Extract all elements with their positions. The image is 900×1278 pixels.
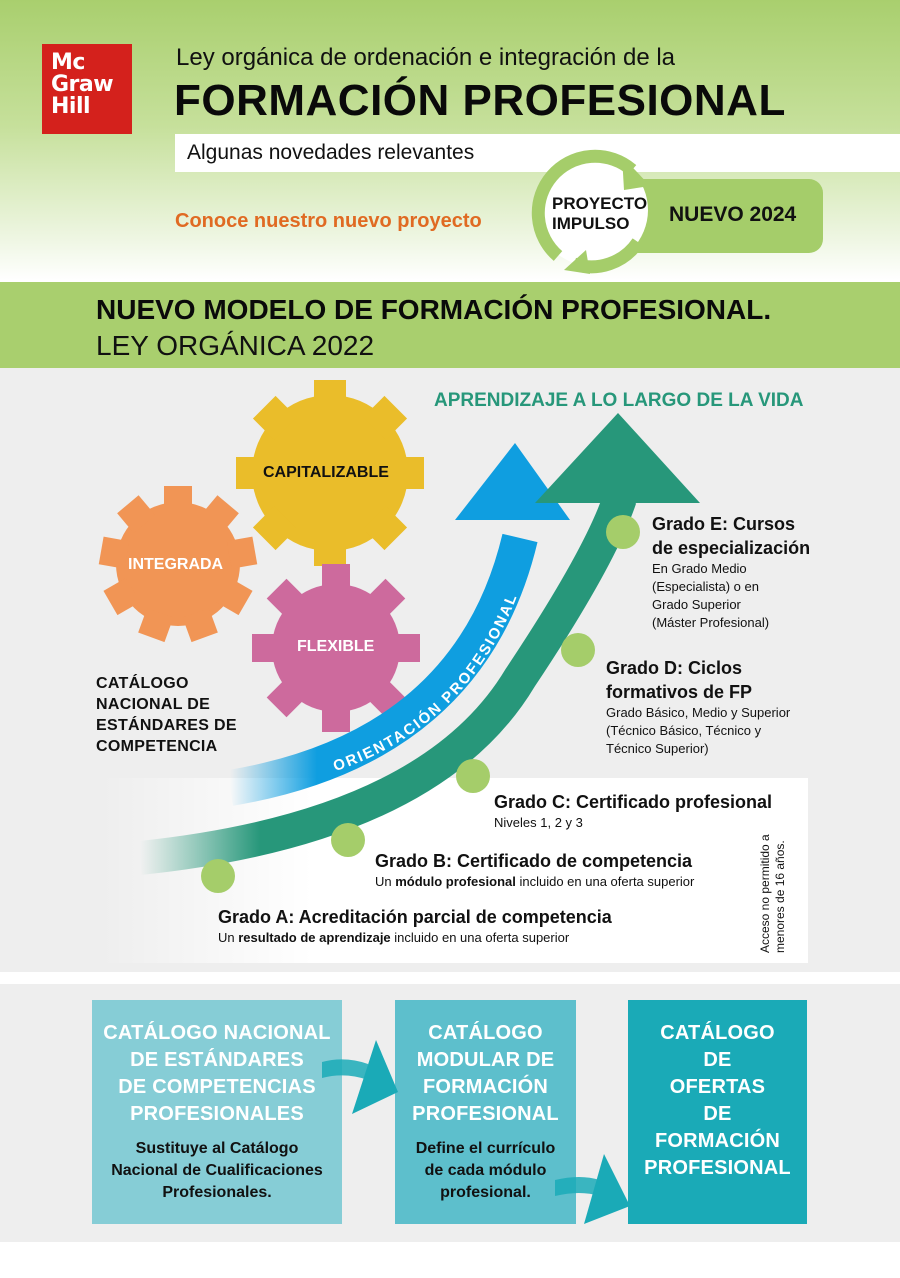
- grade-b-desc-post: incluido en una oferta superior: [515, 874, 695, 889]
- box3-title-line: FORMACIÓN: [654, 1130, 781, 1152]
- box1-desc-line: Sustituye al Catálogo: [135, 1140, 299, 1157]
- project-badge[interactable]: NUEVO 2024: [620, 179, 823, 253]
- grade-b-desc-bold: módulo profesional: [395, 874, 516, 889]
- grade-b-dot-icon: [331, 823, 365, 857]
- grade-d: Grado D: Ciclos formativos de FP Grado B…: [606, 656, 790, 758]
- catalog-label-line: CATÁLOGO: [96, 675, 189, 692]
- flow-arrows: [322, 1040, 630, 1224]
- catalog-standards-box: CATÁLOGO NACIONAL DE ESTÁNDARES DE COMPE…: [92, 1000, 342, 1224]
- box1-desc-line: Profesionales.: [162, 1184, 272, 1201]
- box3-title-line: DE: [703, 1103, 732, 1125]
- box3-title-line: OFERTAS: [669, 1076, 766, 1098]
- grade-d-desc: (Técnico Básico, Técnico y: [606, 723, 762, 738]
- grade-c-dot-icon: [456, 759, 490, 793]
- grade-e-dot-icon: [606, 515, 640, 549]
- header-subtitle: Ley orgánica de ordenación e integración…: [176, 44, 676, 71]
- grade-e: Grado E: Cursos de especialización En Gr…: [652, 512, 810, 632]
- header: Mc Graw Hill Ley orgánica de ordenación …: [0, 0, 900, 280]
- gear-flexible-icon: [252, 564, 420, 732]
- catalog-label-line: NACIONAL DE: [96, 696, 211, 713]
- page-title: FORMACIÓN PROFESIONAL: [174, 76, 786, 125]
- box3-title-line: PROFESIONAL: [644, 1157, 791, 1179]
- box1-title-line: DE ESTÁNDARES: [130, 1049, 304, 1071]
- grade-a-desc-bold: resultado de aprendizaje: [238, 930, 391, 945]
- section-banner: NUEVO MODELO DE FORMACIÓN PROFESIONAL. L…: [0, 282, 900, 368]
- cycle-arrows-icon: [531, 149, 650, 274]
- flow-arrow-2-icon: [555, 1154, 630, 1224]
- gear-flexible-label: FLEXIBLE: [297, 638, 375, 655]
- gear-integrada-label: INTEGRADA: [128, 556, 224, 573]
- grade-e-title: Grado E: Cursos: [652, 514, 796, 534]
- gear-capitalizable-icon: [236, 380, 424, 566]
- section-subtitle: LEY ORGÁNICA 2022: [96, 330, 375, 361]
- lifelong-learning-label: APRENDIZAJE A LO LARGO DE LA VIDA: [434, 390, 804, 411]
- catalog-offers-box: CATÁLOGO DE OFERTAS DE FORMACIÓN PROFESI…: [628, 1000, 807, 1224]
- box2-desc-line: profesional.: [440, 1184, 531, 1201]
- grade-b-desc-pre: Un: [375, 874, 396, 889]
- box2-desc: Define el currículo de cada módulo profe…: [395, 1138, 576, 1204]
- grade-c-title: Grado C: Certificado profesional: [494, 792, 773, 812]
- logo-line-3: Hill: [51, 94, 91, 119]
- grade-a: Grado A: Acreditación parcial de compete…: [218, 905, 612, 947]
- grade-d-desc: Técnico Superior): [606, 741, 709, 756]
- box2-title-line: CATÁLOGO: [428, 1022, 543, 1044]
- box2-desc-line: Define el currículo: [415, 1140, 556, 1157]
- box2-title-line: MODULAR DE: [416, 1049, 555, 1071]
- grade-d-title: Grado D: Ciclos: [606, 658, 743, 678]
- fp-model-diagram: ORIENTACIÓN PROFESIONAL APRENDIZAJE A LO…: [0, 368, 900, 972]
- diagram-graphics: ORIENTACIÓN PROFESIONAL: [98, 380, 700, 893]
- box2-desc-line: de cada módulo: [424, 1162, 547, 1179]
- grade-e-desc: En Grado Medio: [652, 561, 747, 576]
- access-note: Acceso no permitido a menores de 16 años…: [758, 813, 788, 953]
- grade-d-desc: Grado Básico, Medio y Superior: [606, 705, 791, 720]
- project-cta-link[interactable]: Conoce nuestro nuevo proyecto: [175, 210, 482, 232]
- catalog-modular-box: CATÁLOGO MODULAR DE FORMACIÓN PROFESIONA…: [395, 1000, 576, 1224]
- header-band-text: Algunas novedades relevantes: [187, 141, 475, 164]
- box1-title-line: CATÁLOGO NACIONAL: [103, 1022, 331, 1044]
- access-note-line: menores de 16 años.: [773, 840, 787, 953]
- flow-arrow-1-icon: [322, 1040, 398, 1114]
- grade-d-dot-icon: [561, 633, 595, 667]
- box3-title-line: DE: [703, 1049, 732, 1071]
- box3-title-line: CATÁLOGO: [660, 1022, 775, 1044]
- project-name: PROYECTO IMPULSO: [552, 194, 647, 234]
- grade-a-title: Grado A: Acreditación parcial de compete…: [218, 907, 612, 927]
- grade-b: Grado B: Certificado de competencia Un m…: [375, 849, 694, 891]
- grade-b-title: Grado B: Certificado de competencia: [375, 851, 693, 871]
- grade-b-desc: Un módulo profesional incluido en una of…: [375, 873, 694, 891]
- grade-c: Grado C: Certificado profesional Niveles…: [494, 790, 772, 832]
- project-name-line-1: PROYECTO: [552, 194, 648, 213]
- gear-capitalizable-label: CAPITALIZABLE: [263, 464, 389, 481]
- box1-title-line: PROFESIONALES: [130, 1103, 304, 1125]
- logo-line-1: Mc: [51, 50, 85, 75]
- catalog-flow: CATÁLOGO NACIONAL DE ESTÁNDARES DE COMPE…: [0, 984, 900, 1242]
- grade-a-desc: Un resultado de aprendizaje incluido en …: [218, 929, 612, 947]
- grade-e-title: de especialización: [652, 538, 811, 558]
- header-band: Algunas novedades relevantes: [175, 134, 900, 172]
- grade-a-dot-icon: [201, 859, 235, 893]
- project-name-line-2: IMPULSO: [552, 214, 630, 233]
- grade-e-desc: (Máster Profesional): [652, 615, 770, 630]
- grade-e-desc: (Especialista) o en: [652, 579, 759, 594]
- box1-desc: Sustituye al Catálogo Nacional de Cualif…: [92, 1138, 342, 1204]
- box2-title-line: FORMACIÓN: [422, 1076, 549, 1098]
- box1-title-line: DE COMPETENCIAS: [118, 1076, 316, 1098]
- catalog-label-line: ESTÁNDARES DE: [96, 717, 237, 734]
- catalog-label-line: COMPETENCIA: [96, 738, 218, 755]
- project-badge-text: NUEVO 2024: [669, 203, 797, 226]
- access-note-line: Acceso no permitido a: [758, 834, 772, 953]
- box1-desc-line: Nacional de Cualificaciones: [111, 1162, 323, 1179]
- grade-a-desc-pre: Un: [218, 930, 239, 945]
- section-title: NUEVO MODELO DE FORMACIÓN PROFESIONAL.: [96, 294, 772, 325]
- grade-c-desc: Niveles 1, 2 y 3: [494, 815, 583, 830]
- mcgraw-hill-logo[interactable]: Mc Graw Hill: [42, 44, 132, 134]
- grade-e-desc: Grado Superior: [652, 597, 741, 612]
- grade-a-desc-post: incluido en una oferta superior: [390, 930, 570, 945]
- box2-title-line: PROFESIONAL: [412, 1103, 559, 1125]
- lifelong-learning-arrow-icon: [138, 413, 700, 875]
- logo-line-2: Graw: [51, 72, 114, 97]
- gear-integrada-icon: [98, 486, 258, 643]
- grade-d-title: formativos de FP: [606, 682, 753, 702]
- catalog-standards-label: CATÁLOGO NACIONAL DE ESTÁNDARES DE COMPE…: [96, 673, 237, 757]
